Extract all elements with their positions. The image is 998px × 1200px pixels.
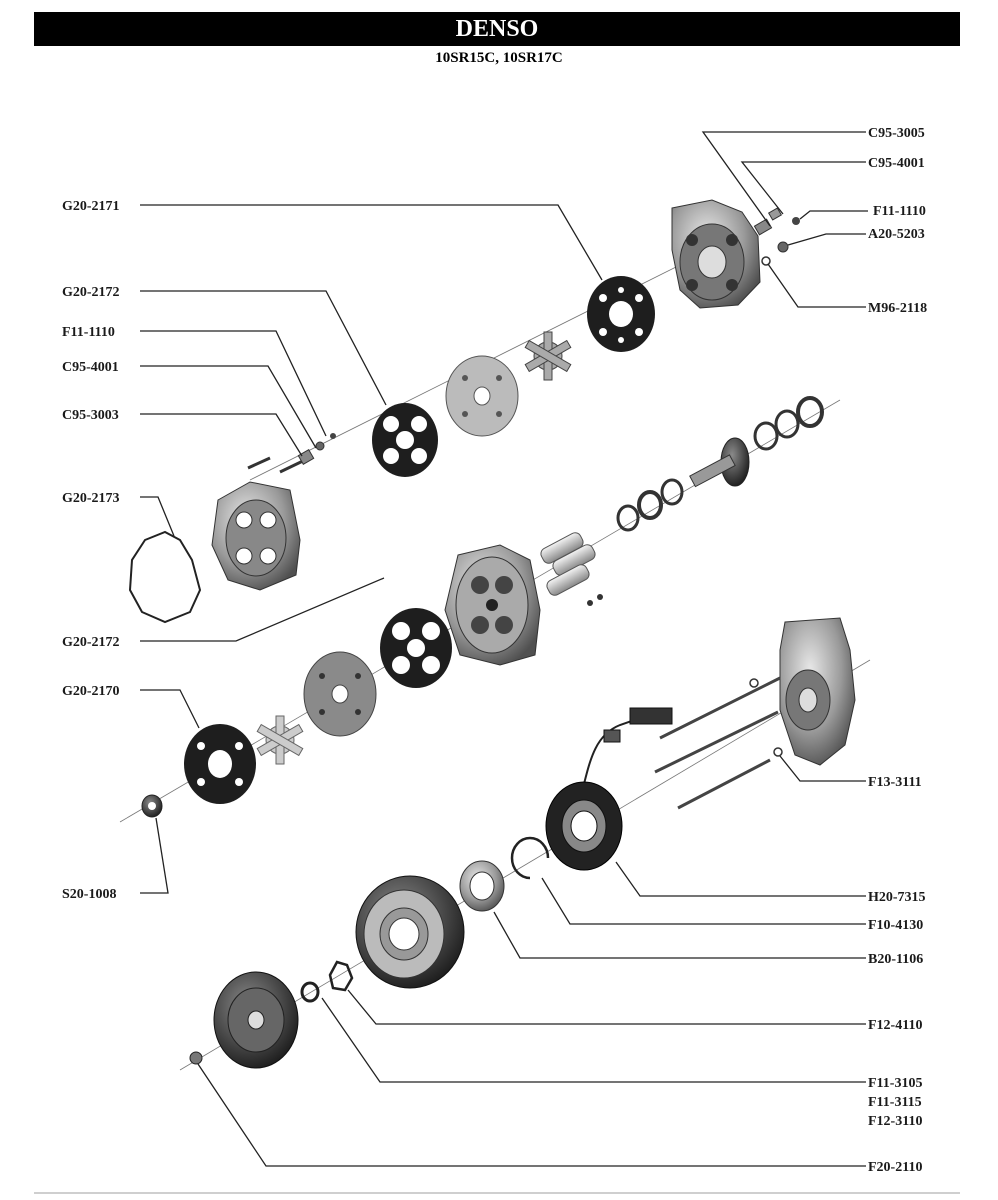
callout-f11-1110-left: F11-1110 [62, 325, 115, 340]
callout-f12-3110: F12-3110 [868, 1114, 922, 1129]
callout-f13-3111: F13-3111 [868, 775, 922, 790]
valve-plate-gasket-mid [380, 608, 452, 688]
valve-plate-top [445, 355, 519, 437]
callout-c95-3005: C95-3005 [868, 126, 925, 141]
bolts-and-fittings-upper-left [247, 433, 336, 474]
through-bolts [654, 676, 783, 810]
pulley-bearing [459, 860, 505, 912]
front-head [211, 481, 301, 591]
brand-title: DENSO [34, 12, 960, 46]
callout-a20-5203: A20-5203 [868, 227, 925, 242]
callout-g20-2172-mid: G20-2172 [62, 635, 120, 650]
callout-h20-7315: H20-7315 [868, 890, 926, 905]
callout-s20-1008: S20-1008 [62, 887, 116, 902]
callout-f11-1110-top: F11-1110 [873, 204, 926, 219]
front-housing [779, 617, 856, 766]
footer-divider [34, 1192, 960, 1194]
rear-head-gasket [587, 276, 655, 352]
suction-reed-valve [524, 331, 572, 381]
pistons [540, 532, 603, 606]
shim-washer [300, 981, 320, 1003]
clutch-hub-pressure-plate [213, 971, 299, 1069]
retaining-ring [328, 960, 354, 992]
hub-nut [189, 1051, 203, 1065]
thrust-bearings-shaft [616, 396, 824, 532]
discharge-reed-valve [256, 715, 304, 765]
coil-connector [581, 707, 673, 793]
callout-f12-4110: F12-4110 [868, 1018, 922, 1033]
pulley [355, 875, 465, 989]
front-head-oring-gasket [128, 530, 202, 624]
callout-g20-2172-top: G20-2172 [62, 285, 120, 300]
shaft-seal [141, 794, 163, 818]
valve-fittings-top [753, 207, 800, 266]
field-coil [545, 781, 623, 871]
callout-f10-4130: F10-4130 [868, 918, 923, 933]
callout-c95-4001-top: C95-4001 [868, 156, 925, 171]
callout-g20-2171: G20-2171 [62, 199, 120, 214]
callout-f11-3115: F11-3115 [868, 1095, 922, 1110]
rear-head [671, 199, 761, 309]
callout-c95-4001-left: C95-4001 [62, 360, 119, 375]
callout-f20-2110: F20-2110 [868, 1160, 922, 1175]
callout-c95-3003: C95-3003 [62, 408, 119, 423]
model-subtitle: 10SR15C, 10SR17C [435, 50, 563, 66]
valve-plate-mid [303, 651, 377, 737]
front-head-gasket [184, 724, 256, 804]
valve-plate-gasket-top [372, 403, 438, 477]
snap-ring [510, 836, 550, 880]
callout-b20-1106: B20-1106 [868, 952, 923, 967]
cylinder-block [444, 544, 541, 666]
callout-g20-2173: G20-2173 [62, 491, 120, 506]
callout-g20-2170: G20-2170 [62, 684, 120, 699]
callout-f11-3105: F11-3105 [868, 1076, 922, 1091]
leader-lines [140, 131, 868, 1167]
callout-m96-2118: M96-2118 [868, 301, 927, 316]
